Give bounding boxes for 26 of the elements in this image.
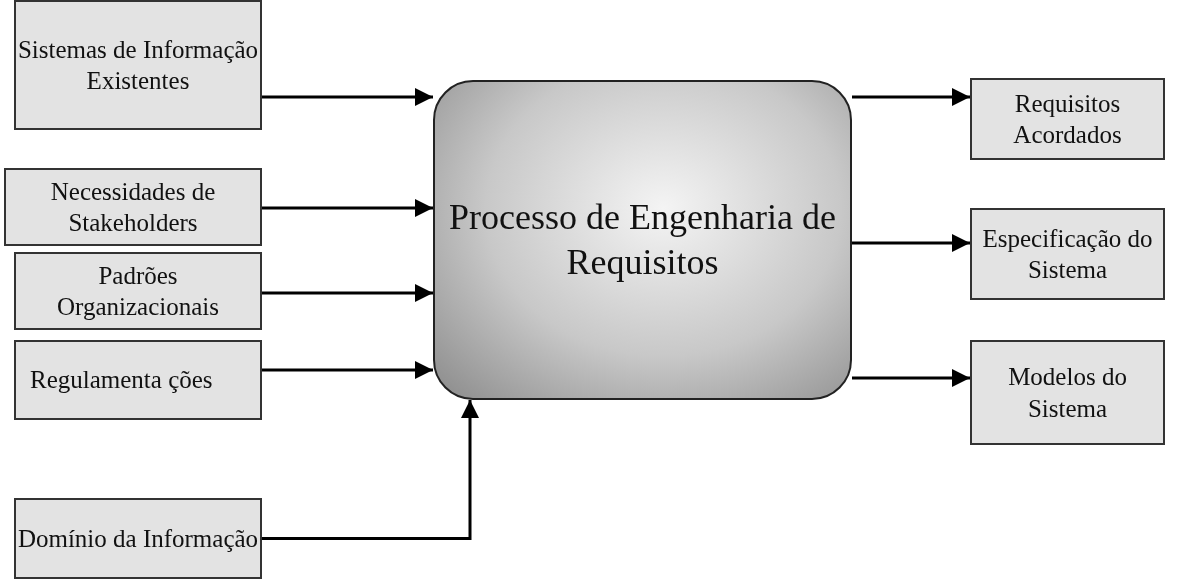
box-label: Requisitos Acordados: [1012, 88, 1123, 150]
input-output-box: [4, 168, 262, 246]
arrow: [852, 369, 970, 387]
input-output-box: [14, 0, 262, 130]
box-label: Regulamenta ções: [30, 365, 213, 396]
arrow: [852, 234, 970, 252]
arrow: [262, 284, 433, 302]
arrow: [262, 199, 433, 217]
box-label: Sistemas de Informação Existentes: [16, 34, 260, 96]
arrow: [262, 361, 433, 379]
arrow: [262, 88, 433, 106]
box-label: Processo de Engenharia de Requisitos: [448, 196, 837, 284]
input-output-box: [14, 498, 262, 579]
input-output-box: [970, 208, 1165, 300]
arrow: [852, 88, 970, 106]
box-label: Domínio da Informação: [17, 523, 259, 554]
box-label: Especificação do Sistema: [981, 223, 1154, 285]
input-output-box: [970, 78, 1165, 160]
input-output-box: [14, 340, 262, 420]
arrow: [262, 400, 479, 540]
box-label: Padrões Organizacionais: [56, 260, 220, 322]
input-output-box: [970, 340, 1165, 445]
box-label: Necessidades de Stakeholders: [49, 176, 217, 238]
box-label: Modelos do Sistema: [1007, 362, 1128, 424]
process-box: [433, 80, 852, 400]
input-output-box: [14, 252, 262, 330]
